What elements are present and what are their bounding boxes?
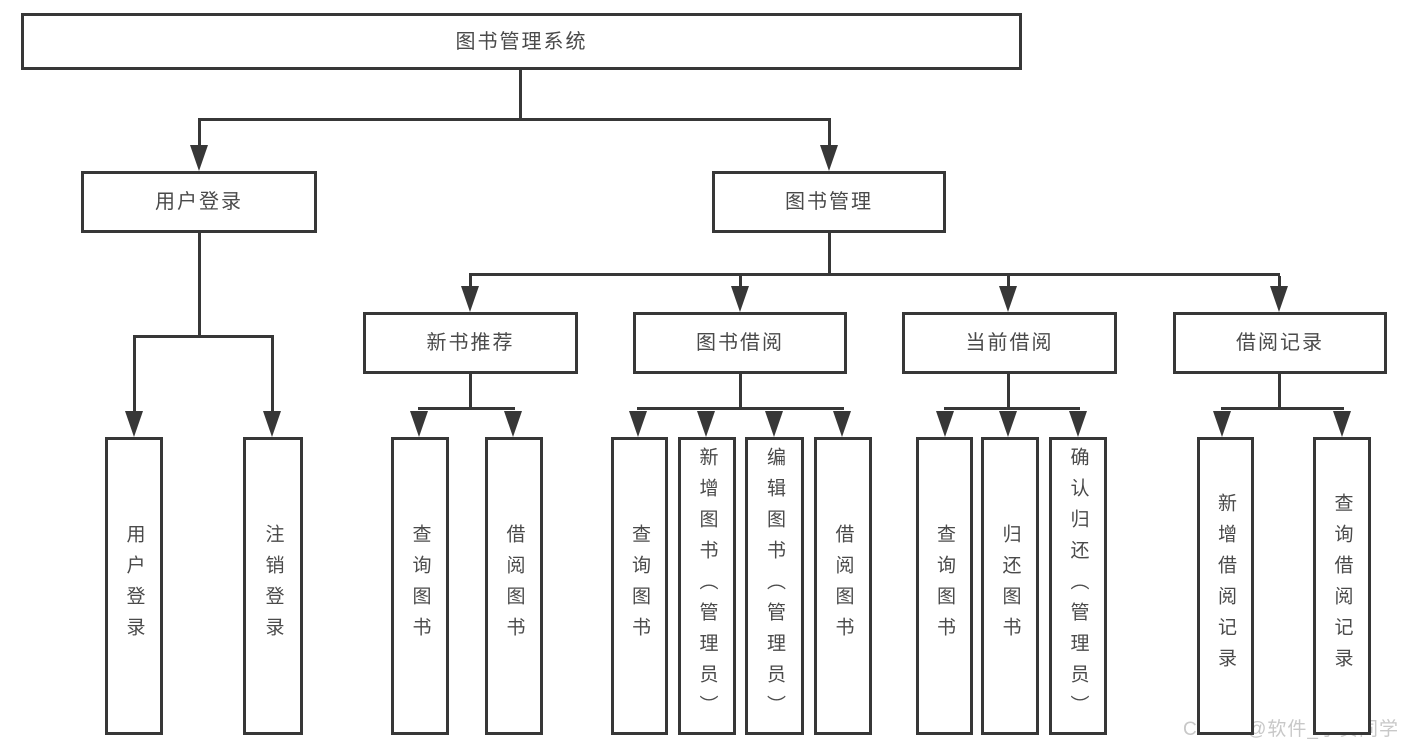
connector-line: [198, 121, 201, 146]
connector-line: [469, 273, 1280, 276]
arrowhead-down-icon: [263, 411, 281, 437]
node-leaf-bb-edit: 编辑图书（管理员）: [745, 437, 804, 735]
arrowhead-down-icon: [697, 411, 715, 437]
connector-line: [1278, 374, 1281, 407]
connector-line: [944, 407, 1080, 410]
arrowhead-down-icon: [765, 411, 783, 437]
node-root: 图书管理系统: [21, 13, 1022, 70]
node-user-login: 用户登录: [81, 171, 317, 233]
connector-line: [519, 70, 522, 120]
arrowhead-down-icon: [629, 411, 647, 437]
node-leaf-bb-borrow: 借阅图书: [814, 437, 872, 735]
node-leaf-cb-return: 归还图书: [981, 437, 1039, 735]
node-leaf-br-query: 查询借阅记录: [1313, 437, 1371, 735]
node-leaf-cb-query: 查询图书: [916, 437, 973, 735]
connector-line: [1007, 276, 1010, 287]
node-leaf-user-login: 用户登录: [105, 437, 163, 735]
connector-line: [271, 338, 274, 412]
arrowhead-down-icon: [1333, 411, 1351, 437]
arrowhead-down-icon: [833, 411, 851, 437]
connector-line: [828, 121, 831, 146]
arrowhead-down-icon: [820, 145, 838, 171]
arrowhead-down-icon: [999, 411, 1017, 437]
connector-line: [1221, 407, 1344, 410]
connector-line: [198, 118, 831, 121]
node-book-borrow: 图书借阅: [633, 312, 847, 374]
arrowhead-down-icon: [1213, 411, 1231, 437]
connector-line: [1007, 374, 1010, 407]
connector-line: [1278, 276, 1281, 287]
arrowhead-down-icon: [731, 286, 749, 312]
connector-line: [133, 338, 136, 412]
arrowhead-down-icon: [999, 286, 1017, 312]
arrowhead-down-icon: [1069, 411, 1087, 437]
arrowhead-down-icon: [504, 411, 522, 437]
connector-line: [198, 233, 201, 335]
node-leaf-bb-query: 查询图书: [611, 437, 668, 735]
arrowhead-down-icon: [936, 411, 954, 437]
node-leaf-br-add: 新增借阅记录: [1197, 437, 1254, 735]
node-leaf-nb-query: 查询图书: [391, 437, 449, 735]
arrowhead-down-icon: [1270, 286, 1288, 312]
connector-line: [739, 276, 742, 287]
connector-line: [828, 233, 831, 273]
node-leaf-cb-confirm: 确认归还（管理员）: [1049, 437, 1107, 735]
arrowhead-down-icon: [125, 411, 143, 437]
arrowhead-down-icon: [410, 411, 428, 437]
connector-line: [418, 407, 515, 410]
node-leaf-bb-add: 新增图书（管理员）: [678, 437, 736, 735]
arrowhead-down-icon: [461, 286, 479, 312]
connector-line: [739, 374, 742, 407]
node-current-borrow: 当前借阅: [902, 312, 1117, 374]
connector-line: [637, 407, 844, 410]
connector-line: [133, 335, 274, 338]
node-borrow-records: 借阅记录: [1173, 312, 1387, 374]
connector-line: [469, 374, 472, 407]
connector-line: [469, 276, 472, 287]
node-book-mgmt: 图书管理: [712, 171, 946, 233]
node-leaf-nb-borrow: 借阅图书: [485, 437, 543, 735]
node-new-book-rec: 新书推荐: [363, 312, 578, 374]
arrowhead-down-icon: [190, 145, 208, 171]
node-leaf-logout: 注销登录: [243, 437, 303, 735]
